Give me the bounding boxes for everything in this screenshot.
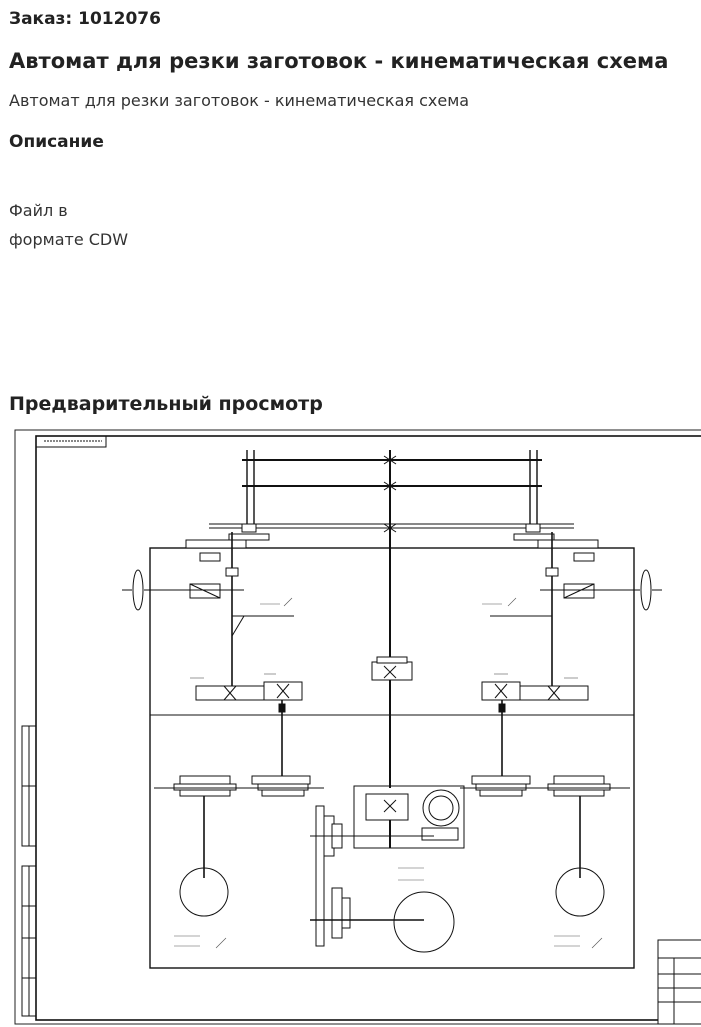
product-subtitle: Автомат для резки заготовок - кинематиче… [9,91,470,110]
description-line-2: формате CDW [9,230,129,249]
order-number: Заказ: 1012076 [9,9,161,29]
preview-heading: Предварительный просмотр [9,393,323,415]
kinematic-scheme-drawing [14,429,701,1025]
description-heading: Описание [9,132,104,152]
page-title: Автомат для резки заготовок - кинематиче… [9,49,669,73]
description-line-1: Файл в [9,201,68,220]
preview-image[interactable] [14,428,701,1027]
description-text: Файл в формате CDW [9,196,128,254]
